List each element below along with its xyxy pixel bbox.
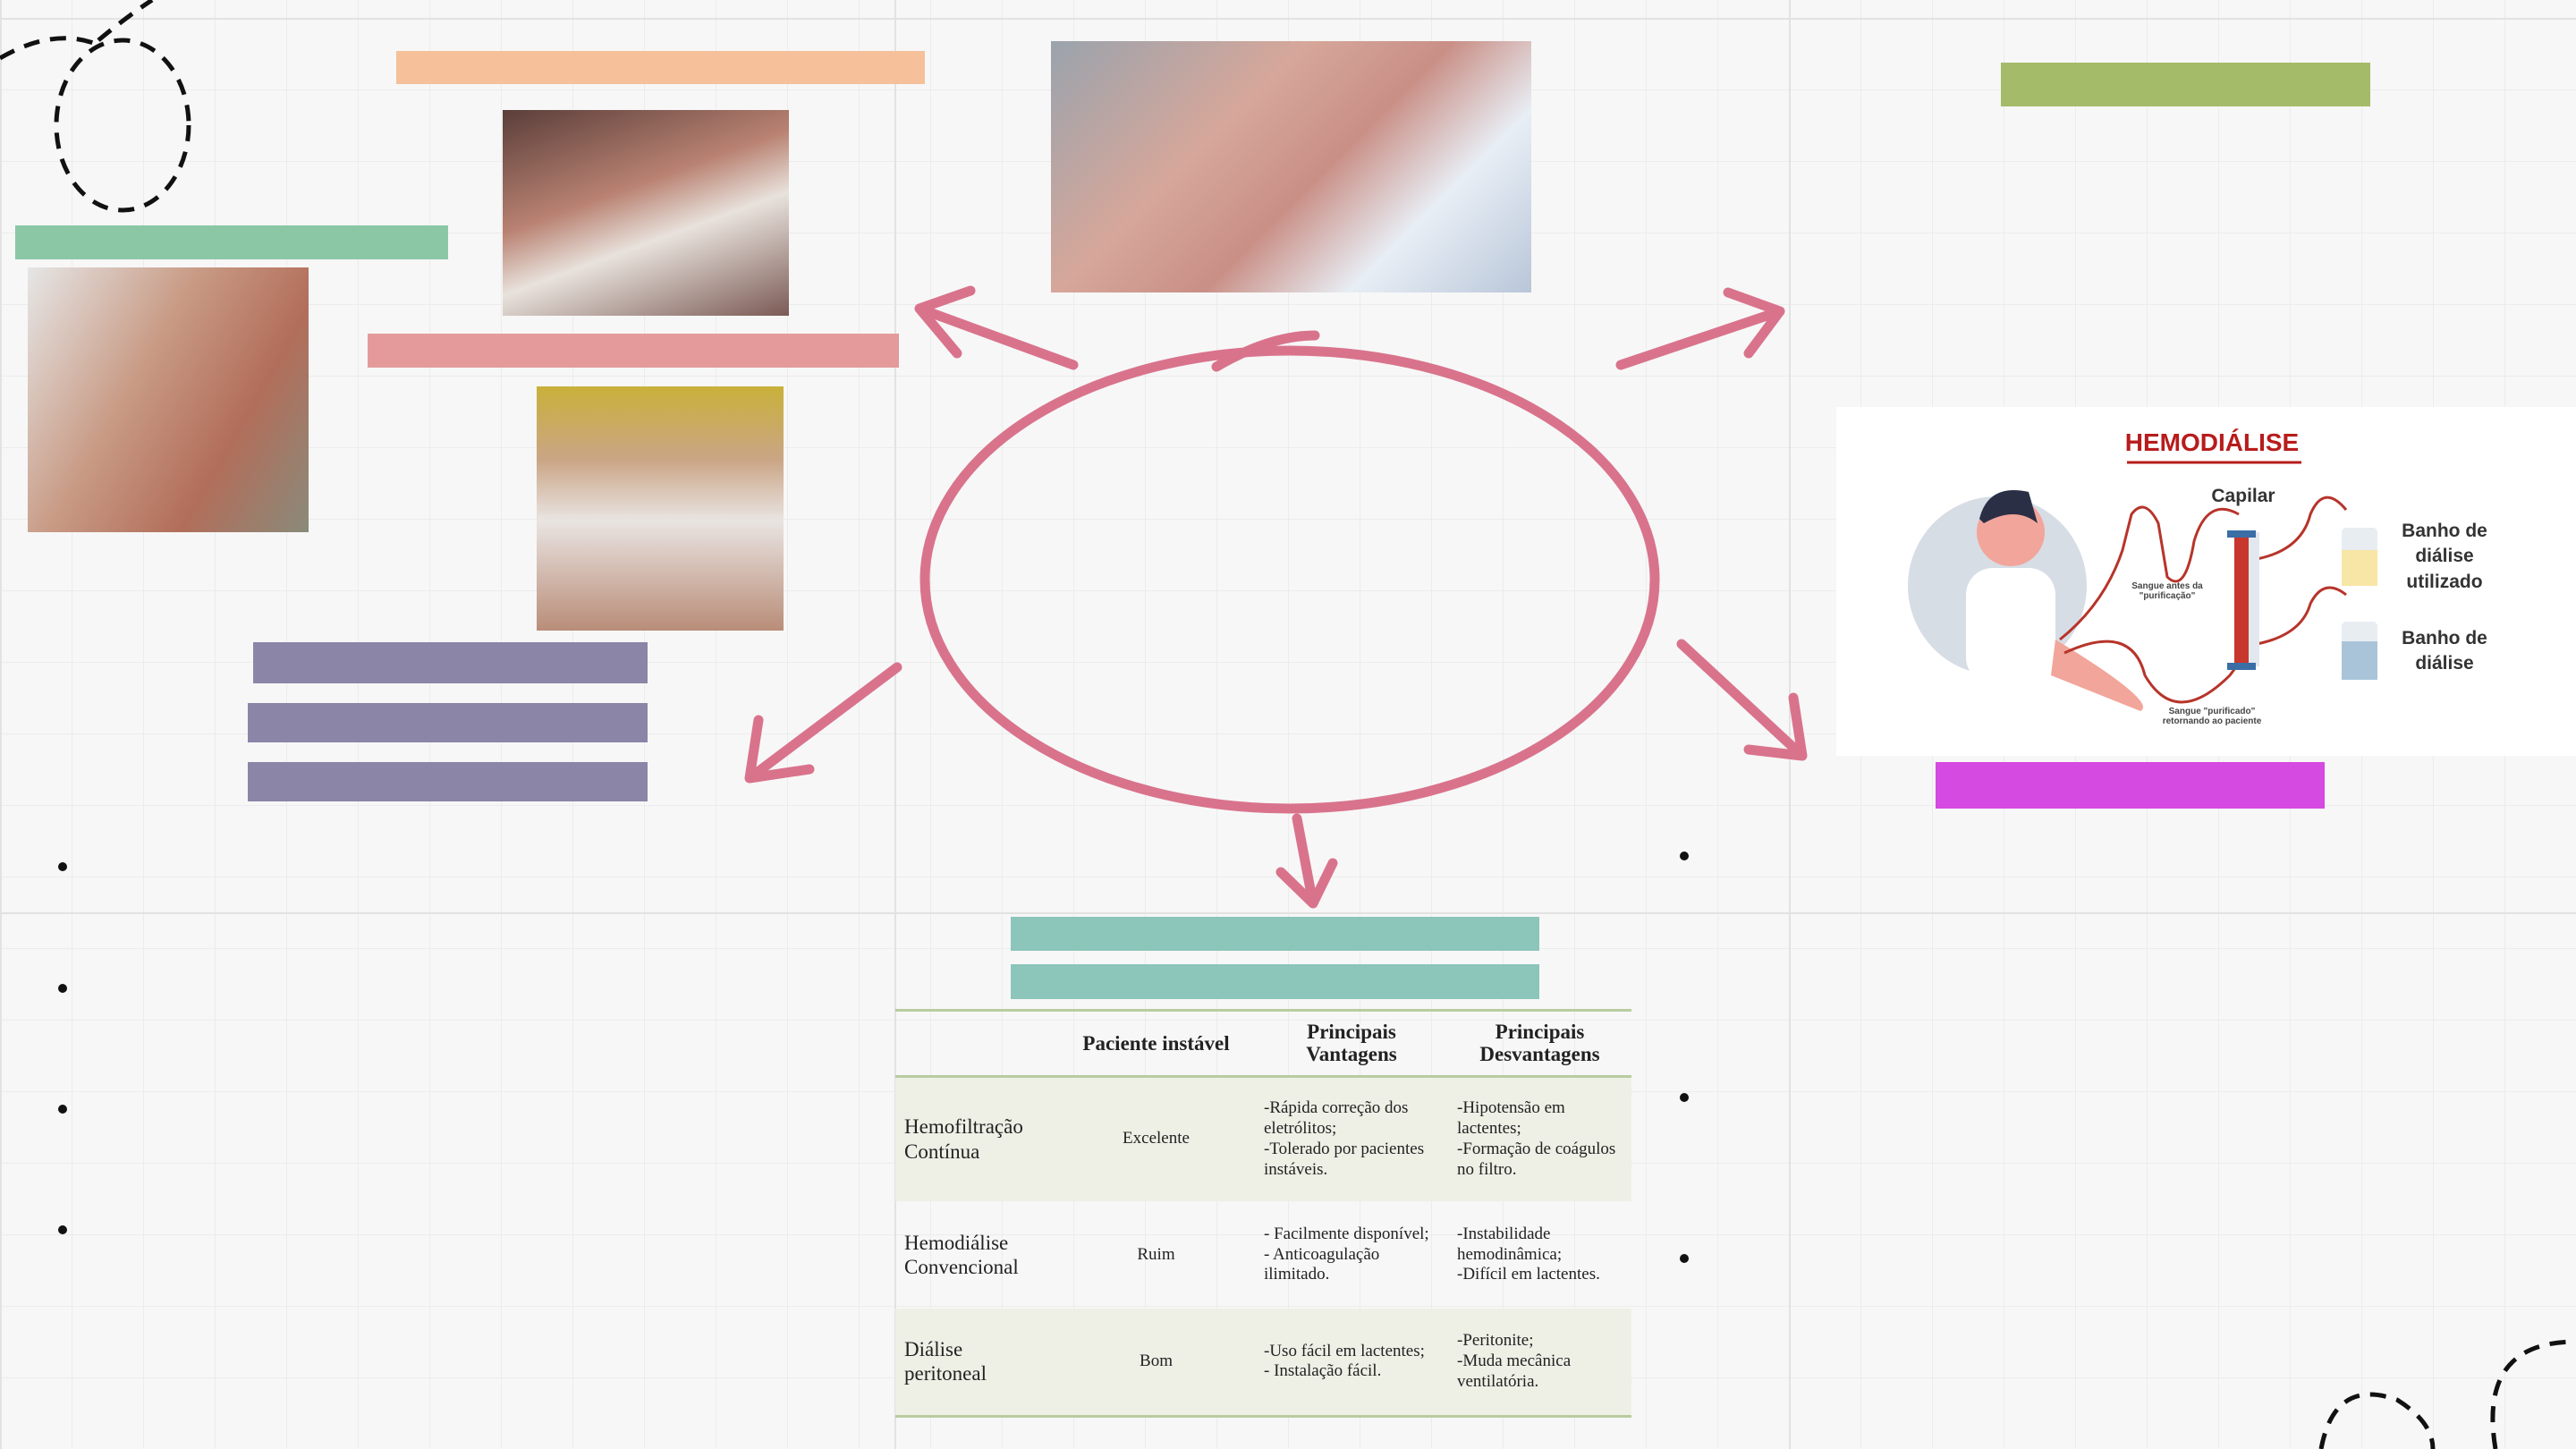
stability-value: Excelente xyxy=(1057,1076,1255,1202)
blood-before-label: Sangue antes da "purificação" xyxy=(2131,581,2203,601)
stability-value: Bom xyxy=(1057,1309,1255,1417)
table-row: Diálise peritoneal Bom -Uso fácil em lac… xyxy=(895,1309,1631,1417)
purple-label-bar xyxy=(248,762,648,801)
arrow-down xyxy=(1275,813,1338,909)
header-empty xyxy=(895,1010,1057,1078)
diagram-title: HEMODIÁLISE xyxy=(2124,428,2300,456)
pros-value: -Uso fácil em lactentes; - Instalação fá… xyxy=(1255,1309,1448,1417)
bullet-point xyxy=(58,1225,67,1234)
table-row: Hemofiltração Contínua Excelente -Rápida… xyxy=(895,1076,1631,1202)
header-cons: Principais Desvantagens xyxy=(1448,1010,1631,1078)
teal-label-bar xyxy=(1011,964,1539,999)
purple-label-bar xyxy=(248,703,648,742)
purple-label-bar xyxy=(253,642,648,683)
bullet-point xyxy=(58,1105,67,1114)
mint-label-bar xyxy=(15,225,448,259)
cons-value: -Hipotensão em lactentes; -Formação de c… xyxy=(1448,1076,1631,1202)
arrow-up-right xyxy=(1615,287,1785,370)
cons-value: -Instabilidade hemodinâmica; -Difícil em… xyxy=(1457,1224,1600,1284)
dashed-circle-decoration xyxy=(54,38,191,213)
used-bath-label: Banho de diálise utilizado xyxy=(2402,521,2487,592)
arrow-down-right xyxy=(1676,639,1808,761)
pros-value: -Rápida correção dos eletrólitos; -Toler… xyxy=(1255,1076,1448,1202)
arrow-up-left xyxy=(914,285,1079,370)
method-name: Hemodiálise Convencional xyxy=(904,1231,1019,1279)
table-row: Hemodiálise Convencional Ruim - Facilmen… xyxy=(895,1201,1631,1309)
dialysis-arm-catheter-photo xyxy=(503,110,789,316)
bullet-point xyxy=(1680,1254,1689,1263)
teal-label-bar xyxy=(1011,917,1539,951)
cons-value: -Peritonite; -Muda mecânica ventilatória… xyxy=(1448,1309,1631,1417)
dashed-arc-decoration xyxy=(2490,1339,2576,1449)
ellipse-stroke-top xyxy=(1211,330,1320,372)
dashed-arc-decoration xyxy=(0,0,154,61)
bullet-point xyxy=(58,862,67,871)
bullet-point xyxy=(1680,852,1689,860)
hemodialysis-diagram: HEMODIÁLISE Capilar Sangue antes da "pur… xyxy=(1836,407,2576,756)
dialysis-comparison-table: Paciente instável Principais Vantagens P… xyxy=(895,1009,1631,1418)
pros-value: - Facilmente disponível; - Anticoagulaçã… xyxy=(1264,1224,1429,1284)
magenta-label-bar xyxy=(1936,762,2325,809)
dialysis-tubing-arm-photo xyxy=(1051,41,1531,292)
bullet-point xyxy=(58,984,67,993)
stability-value: Ruim xyxy=(1137,1244,1175,1264)
rose-label-bar xyxy=(368,334,899,368)
method-name: Diálise peritoneal xyxy=(895,1309,1057,1417)
olive-label-bar xyxy=(2001,63,2370,106)
header-stability: Paciente instável xyxy=(1057,1010,1255,1078)
peritoneal-catheter-abdomen-photo xyxy=(537,386,784,631)
bullet-point xyxy=(1680,1093,1689,1102)
orange-label-bar xyxy=(396,51,925,84)
arrow-down-left xyxy=(744,662,902,784)
dashed-arc-decoration xyxy=(2318,1392,2436,1449)
method-name: Hemofiltração Contínua xyxy=(895,1076,1057,1202)
header-pros: Principais Vantagens xyxy=(1255,1010,1448,1078)
capilar-label: Capilar xyxy=(2211,486,2275,506)
neck-catheter-photo xyxy=(28,267,309,532)
blood-after-label: Sangue "purificado" retornando ao pacien… xyxy=(2162,707,2262,726)
bath-label: Banho de diálise xyxy=(2402,628,2487,674)
central-ellipse xyxy=(919,345,1660,814)
